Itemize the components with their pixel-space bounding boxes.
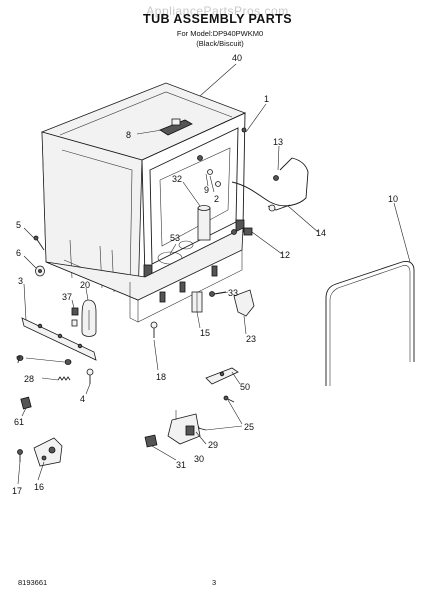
spray-column [197, 207, 211, 241]
model-line: For Model:DP940PWKM0 [176, 29, 264, 38]
callout-33: 33 [228, 288, 238, 298]
callout-23: 23 [246, 334, 256, 344]
callout-25: 25 [244, 422, 254, 432]
callout-12: 12 [280, 250, 290, 260]
fill-tube [231, 157, 309, 212]
callout-labels: 40 1 8 13 9 32 2 10 14 5 53 12 6 3 20 33… [12, 53, 398, 496]
leader-lines [17, 63, 411, 485]
hinge-part-16 [33, 437, 63, 467]
callout-9: 9 [204, 185, 209, 195]
callout-4: 4 [80, 394, 85, 404]
callout-37: 37 [62, 292, 72, 302]
watermark-text: AppliancePartsPros.com [146, 4, 289, 18]
latch-assembly [167, 413, 201, 445]
callout-1: 1 [264, 94, 269, 104]
page-title: TUB ASSEMBLY PARTS [143, 12, 292, 26]
callout-40: 40 [232, 53, 242, 63]
callout-18: 18 [156, 372, 166, 382]
page-number: 3 [212, 578, 217, 587]
callout-2: 2 [214, 194, 219, 204]
callout-7: 7 [16, 355, 21, 365]
callout-50: 50 [240, 382, 250, 392]
callout-31: 31 [176, 460, 186, 470]
callout-53: 53 [170, 233, 180, 243]
callout-61: 61 [14, 417, 24, 427]
callout-10: 10 [388, 194, 398, 204]
callout-32: 32 [172, 174, 182, 184]
callout-14: 14 [316, 228, 326, 238]
color-line: (Black/Biscuit) [196, 39, 244, 48]
callout-15: 15 [200, 328, 210, 338]
tub-base [45, 227, 244, 301]
callout-6: 6 [16, 248, 21, 258]
callout-3: 3 [18, 276, 23, 286]
callout-30: 30 [194, 454, 204, 464]
callout-13: 13 [273, 137, 283, 147]
left-side-parts [16, 235, 97, 467]
tub-gasket-10 [325, 261, 415, 386]
rail-part-3 [21, 317, 97, 361]
callout-29: 29 [208, 440, 218, 450]
tub-body [40, 82, 247, 323]
callout-17: 17 [12, 486, 22, 496]
model-info: For Model:DP940PWKM0 (Black/Biscuit) [150, 29, 290, 49]
right-side-parts [144, 227, 255, 448]
callout-20: 20 [80, 280, 90, 290]
document-number: 8193661 [18, 578, 48, 587]
callout-28: 28 [24, 374, 34, 384]
callout-5: 5 [16, 220, 21, 230]
callout-16: 16 [34, 482, 44, 492]
callout-8: 8 [126, 130, 131, 140]
